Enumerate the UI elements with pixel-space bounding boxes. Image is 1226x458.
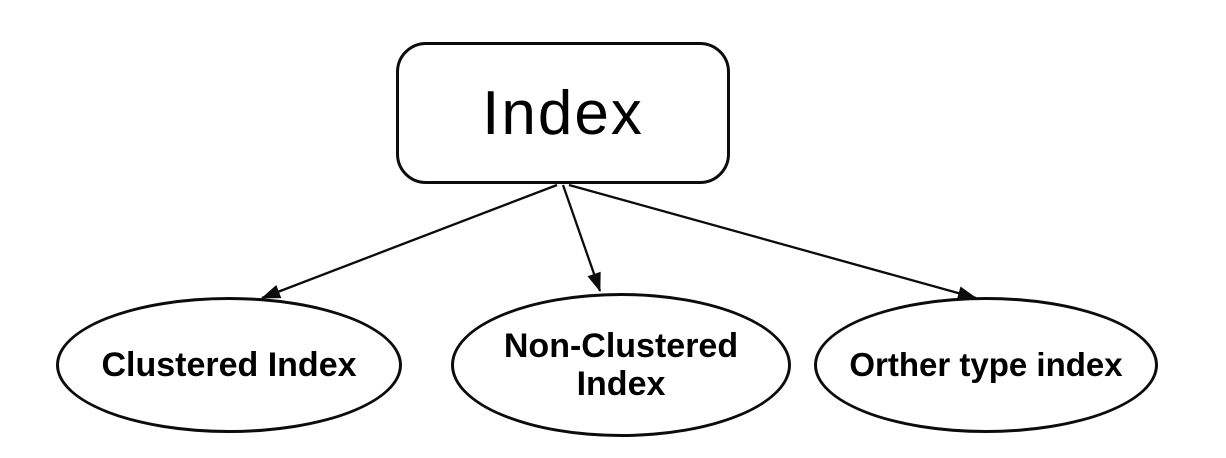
node-clustered-index: Clustered Index <box>56 297 402 433</box>
node-clustered-index-label: Clustered Index <box>101 345 357 384</box>
node-other-type-index: Orther type index <box>814 297 1158 433</box>
node-other-type-index-label: Orther type index <box>849 345 1123 383</box>
edge-index-to-other-type <box>568 183 977 300</box>
node-index-label: Index <box>482 78 644 148</box>
node-non-clustered-index-label: Non-Clustered Index <box>503 326 739 403</box>
node-index: Index <box>396 42 730 184</box>
edge-index-to-clustered <box>261 183 558 300</box>
node-non-clustered-index: Non-Clustered Index <box>451 293 791 437</box>
edge-index-to-non-clustered <box>561 184 602 292</box>
